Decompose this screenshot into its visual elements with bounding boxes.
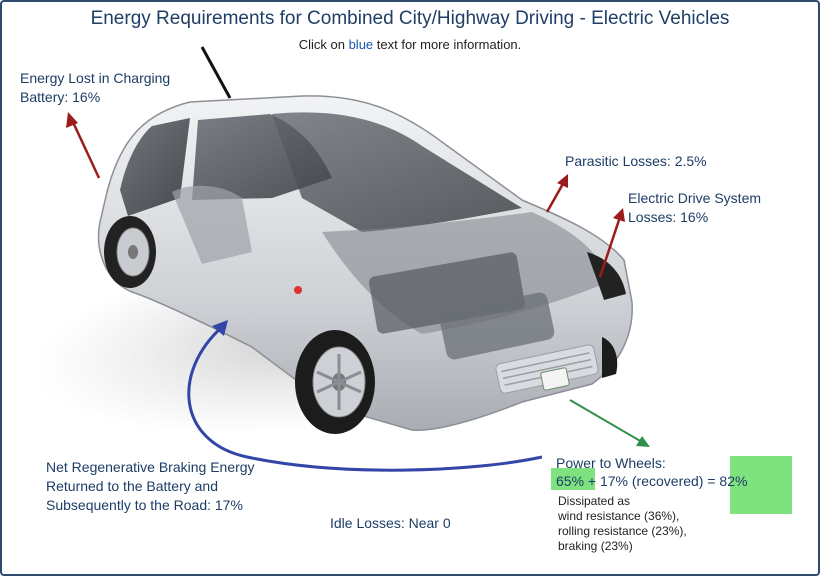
highlight-left	[551, 468, 595, 490]
front-badge	[540, 367, 570, 391]
dissipated-line: braking (23%)	[558, 539, 633, 553]
instruction-prefix: Click on	[298, 37, 349, 52]
wheels-power-arrow	[569, 399, 643, 443]
drive-system-loss-arrow	[598, 216, 622, 278]
idle-loss-label[interactable]: Idle Losses: Near 0	[330, 515, 451, 531]
charging-loss-arrowhead	[66, 112, 78, 128]
drive-system-loss-arrowhead	[613, 208, 625, 222]
instruction-blue-word: blue	[348, 37, 374, 52]
motor-block	[439, 292, 555, 360]
page-title: Energy Requirements for Combined City/Hi…	[90, 8, 730, 29]
highlight-right	[730, 456, 792, 514]
parasitic-loss-arrowhead	[557, 174, 568, 188]
charging-loss-label[interactable]: Energy Lost in Charging Battery: 16%	[20, 70, 171, 105]
dissipated-note: Dissipated as wind resistance (36%), rol…	[558, 494, 778, 554]
wheels-power-arrowhead	[636, 436, 650, 447]
parasitic-loss-arrow	[545, 181, 566, 213]
dissipated-line: Dissipated as	[558, 494, 631, 508]
regen-braking-label[interactable]: Net Regenerative Braking Energy Returned…	[46, 459, 255, 513]
wheels-power-value[interactable]: 65% + 17% (recovered) = 82%	[556, 473, 748, 489]
car-antenna	[200, 46, 232, 99]
headlight	[587, 252, 626, 300]
drive-system-loss-label[interactable]: Electric Drive System Losses: 16%	[628, 190, 762, 225]
side-marker-light	[294, 286, 302, 294]
parasitic-loss-label[interactable]: Parasitic Losses: 2.5%	[565, 153, 707, 169]
side-window-rear	[120, 118, 190, 216]
instruction-text: Click on blue text for more information.	[2, 37, 818, 52]
regen-braking-arrow	[187, 325, 543, 472]
wheels-power-title[interactable]: Power to Wheels:	[556, 455, 666, 471]
front-wheel	[295, 330, 375, 434]
front-wheel-right	[602, 337, 618, 378]
interior-seats	[172, 185, 252, 264]
windshield	[272, 112, 522, 232]
charging-loss-arrow	[70, 119, 101, 179]
dissipated-line: rolling resistance (23%),	[558, 524, 687, 538]
dissipated-line: wind resistance (36%),	[558, 509, 680, 523]
instruction-suffix: text for more information.	[373, 37, 522, 52]
rear-wheel	[104, 216, 156, 288]
regen-braking-arrowhead	[212, 320, 228, 336]
